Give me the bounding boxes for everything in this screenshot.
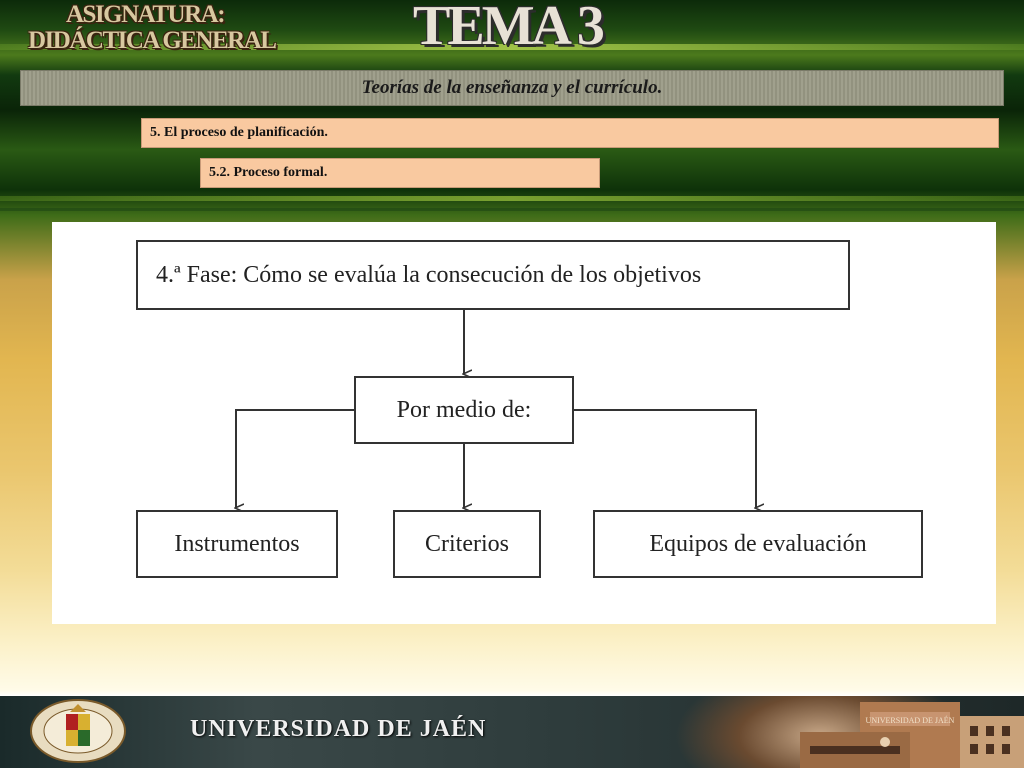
instrumentos-box: Instrumentos [136,510,338,578]
topic-title: Teorías de la enseñanza y el currículo. [361,77,663,98]
phase-box: 4.ª Fase: Cómo se evalúa la consecución … [136,240,850,310]
footer-banner: UNIVERSIDAD DE JAÉN UNIVERSIDAD DE JAÉN [0,696,1024,768]
university-building-image: UNIVERSIDAD DE JAÉN [800,702,1024,768]
university-seal-icon [30,699,126,763]
background-streak [0,208,1024,211]
subsection-heading: 5.2. Proceso formal. [200,158,600,188]
subject-title-line1: ASIGNATURA: [66,1,226,28]
arrow-medio-to-instrumentos [236,409,354,508]
criterios-box: Criterios [393,510,541,578]
arrow-medio-to-equipos [574,409,756,508]
diagram-connectors [52,310,996,624]
tema-title: TEMA 3 [413,0,605,57]
topic-bar: Teorías de la enseñanza y el currículo. [20,70,1004,106]
university-name: UNIVERSIDAD DE JAÉN [190,716,487,742]
medio-box: Por medio de: [354,376,574,444]
background-streak [0,44,1024,50]
background-streak [0,196,1024,201]
diagram-panel: 4.ª Fase: Cómo se evalúa la consecución … [52,222,996,624]
subject-title-line2: DIDÁCTICA GENERAL [28,27,277,54]
equipos-box: Equipos de evaluación [593,510,923,578]
building-sign: UNIVERSIDAD DE JAÉN [866,715,955,725]
section-heading: 5. El proceso de planificación. [141,118,999,148]
subject-title: ASIGNATURA: DIDÁCTICA GENERAL [28,2,278,54]
